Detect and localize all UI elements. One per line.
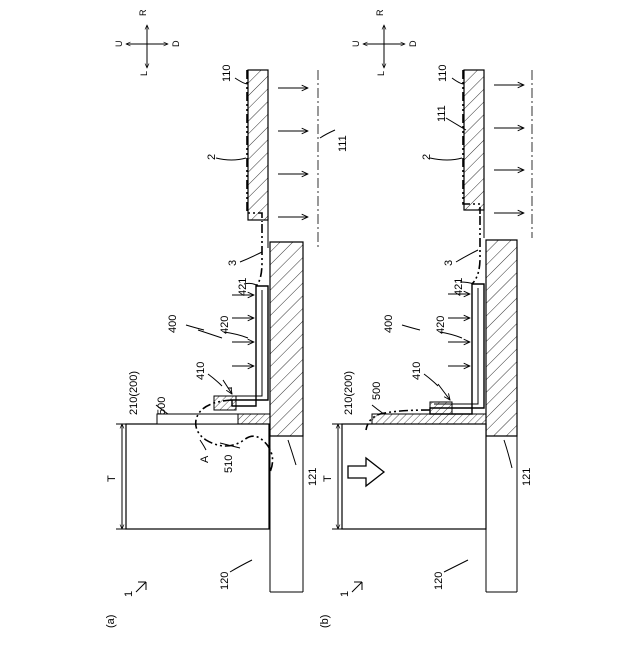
- ref-510-a: 510: [223, 455, 235, 473]
- pressure-arrows-420-b: [438, 294, 470, 400]
- member-120-hatched-b: [486, 240, 517, 436]
- seal-400-inner: [236, 290, 262, 396]
- ref-500-a: 500: [156, 397, 168, 415]
- ref-120-b: 120: [433, 572, 445, 590]
- member-110-hatched-b: [464, 70, 484, 210]
- ref-111-b: 111: [436, 105, 448, 122]
- compass-u-label-b: U: [351, 41, 361, 48]
- ref-421-a: 421: [237, 278, 249, 296]
- panel-b: R L U D: [319, 9, 533, 628]
- compass-u-label: U: [114, 41, 124, 48]
- ref-210-b: 210(200): [343, 371, 355, 415]
- compass-l-label: L: [139, 71, 149, 76]
- ref-121-b: 121: [521, 468, 533, 486]
- ref-400-b: 400: [383, 315, 395, 333]
- pressure-arrows-110: [278, 88, 308, 217]
- seal-410-lip: [214, 396, 236, 410]
- compass-b: R L U D: [351, 9, 418, 76]
- ref-2-a: 2: [206, 154, 218, 160]
- ref-110-a: 110: [221, 64, 233, 82]
- ref-2-b: 2: [421, 154, 433, 160]
- member-110-hatched: [248, 70, 268, 220]
- block-210: [126, 424, 269, 529]
- pressure-arrows-110-b: [494, 85, 524, 213]
- strip-hatched-edge: [238, 414, 270, 424]
- ref-420-a: 420: [219, 316, 231, 334]
- ref-210-a: 210(200): [128, 371, 140, 415]
- strip-500-b: [372, 414, 486, 424]
- ref-1-a: 1: [123, 591, 135, 597]
- seal-410-lip-b: [430, 402, 452, 414]
- ref-1-b: 1: [339, 591, 351, 597]
- ref-121-a: 121: [307, 468, 319, 486]
- seal-line-3-b: [472, 216, 480, 284]
- member-120-hatched: [270, 242, 303, 436]
- ref-3-a: 3: [227, 260, 239, 266]
- labels-a: (a) 1 T A 110 111 2 3 400 410 420 421 21…: [105, 64, 349, 628]
- ref-400-a: 400: [167, 315, 179, 333]
- ref-420-b: 420: [435, 316, 447, 334]
- panel-a: R L U D: [105, 9, 349, 628]
- ref-3-b: 3: [443, 260, 455, 266]
- ref-t-a: T: [106, 475, 118, 482]
- compass-d-label-b: D: [408, 40, 418, 47]
- compass-d-label: D: [171, 40, 181, 47]
- compass-a: R L U D: [114, 9, 181, 76]
- ref-t-b: T: [322, 475, 334, 482]
- ref-111-a: 111: [337, 135, 349, 152]
- panel-b-label: (b): [319, 615, 331, 628]
- ref-110-b: 110: [437, 64, 449, 82]
- ref-500-b: 500: [371, 382, 383, 400]
- ref-a: A: [199, 455, 211, 463]
- ref-410-b: 410: [411, 362, 423, 380]
- ref-1-arrow-b: [352, 582, 362, 592]
- seal-400-outline-b: [430, 284, 484, 414]
- compass-r-label: R: [138, 9, 148, 16]
- ref-410-a: 410: [195, 362, 207, 380]
- ref-120-a: 120: [219, 572, 231, 590]
- panel-a-label: (a): [105, 615, 117, 628]
- compass-r-label-b: R: [375, 9, 385, 16]
- pressure-arrows-420: [223, 295, 254, 394]
- ref-421-b: 421: [453, 278, 465, 296]
- seal-400-outline: [232, 286, 268, 406]
- ref-1-arrow-a: [136, 582, 146, 592]
- compass-l-label-b: L: [376, 71, 386, 76]
